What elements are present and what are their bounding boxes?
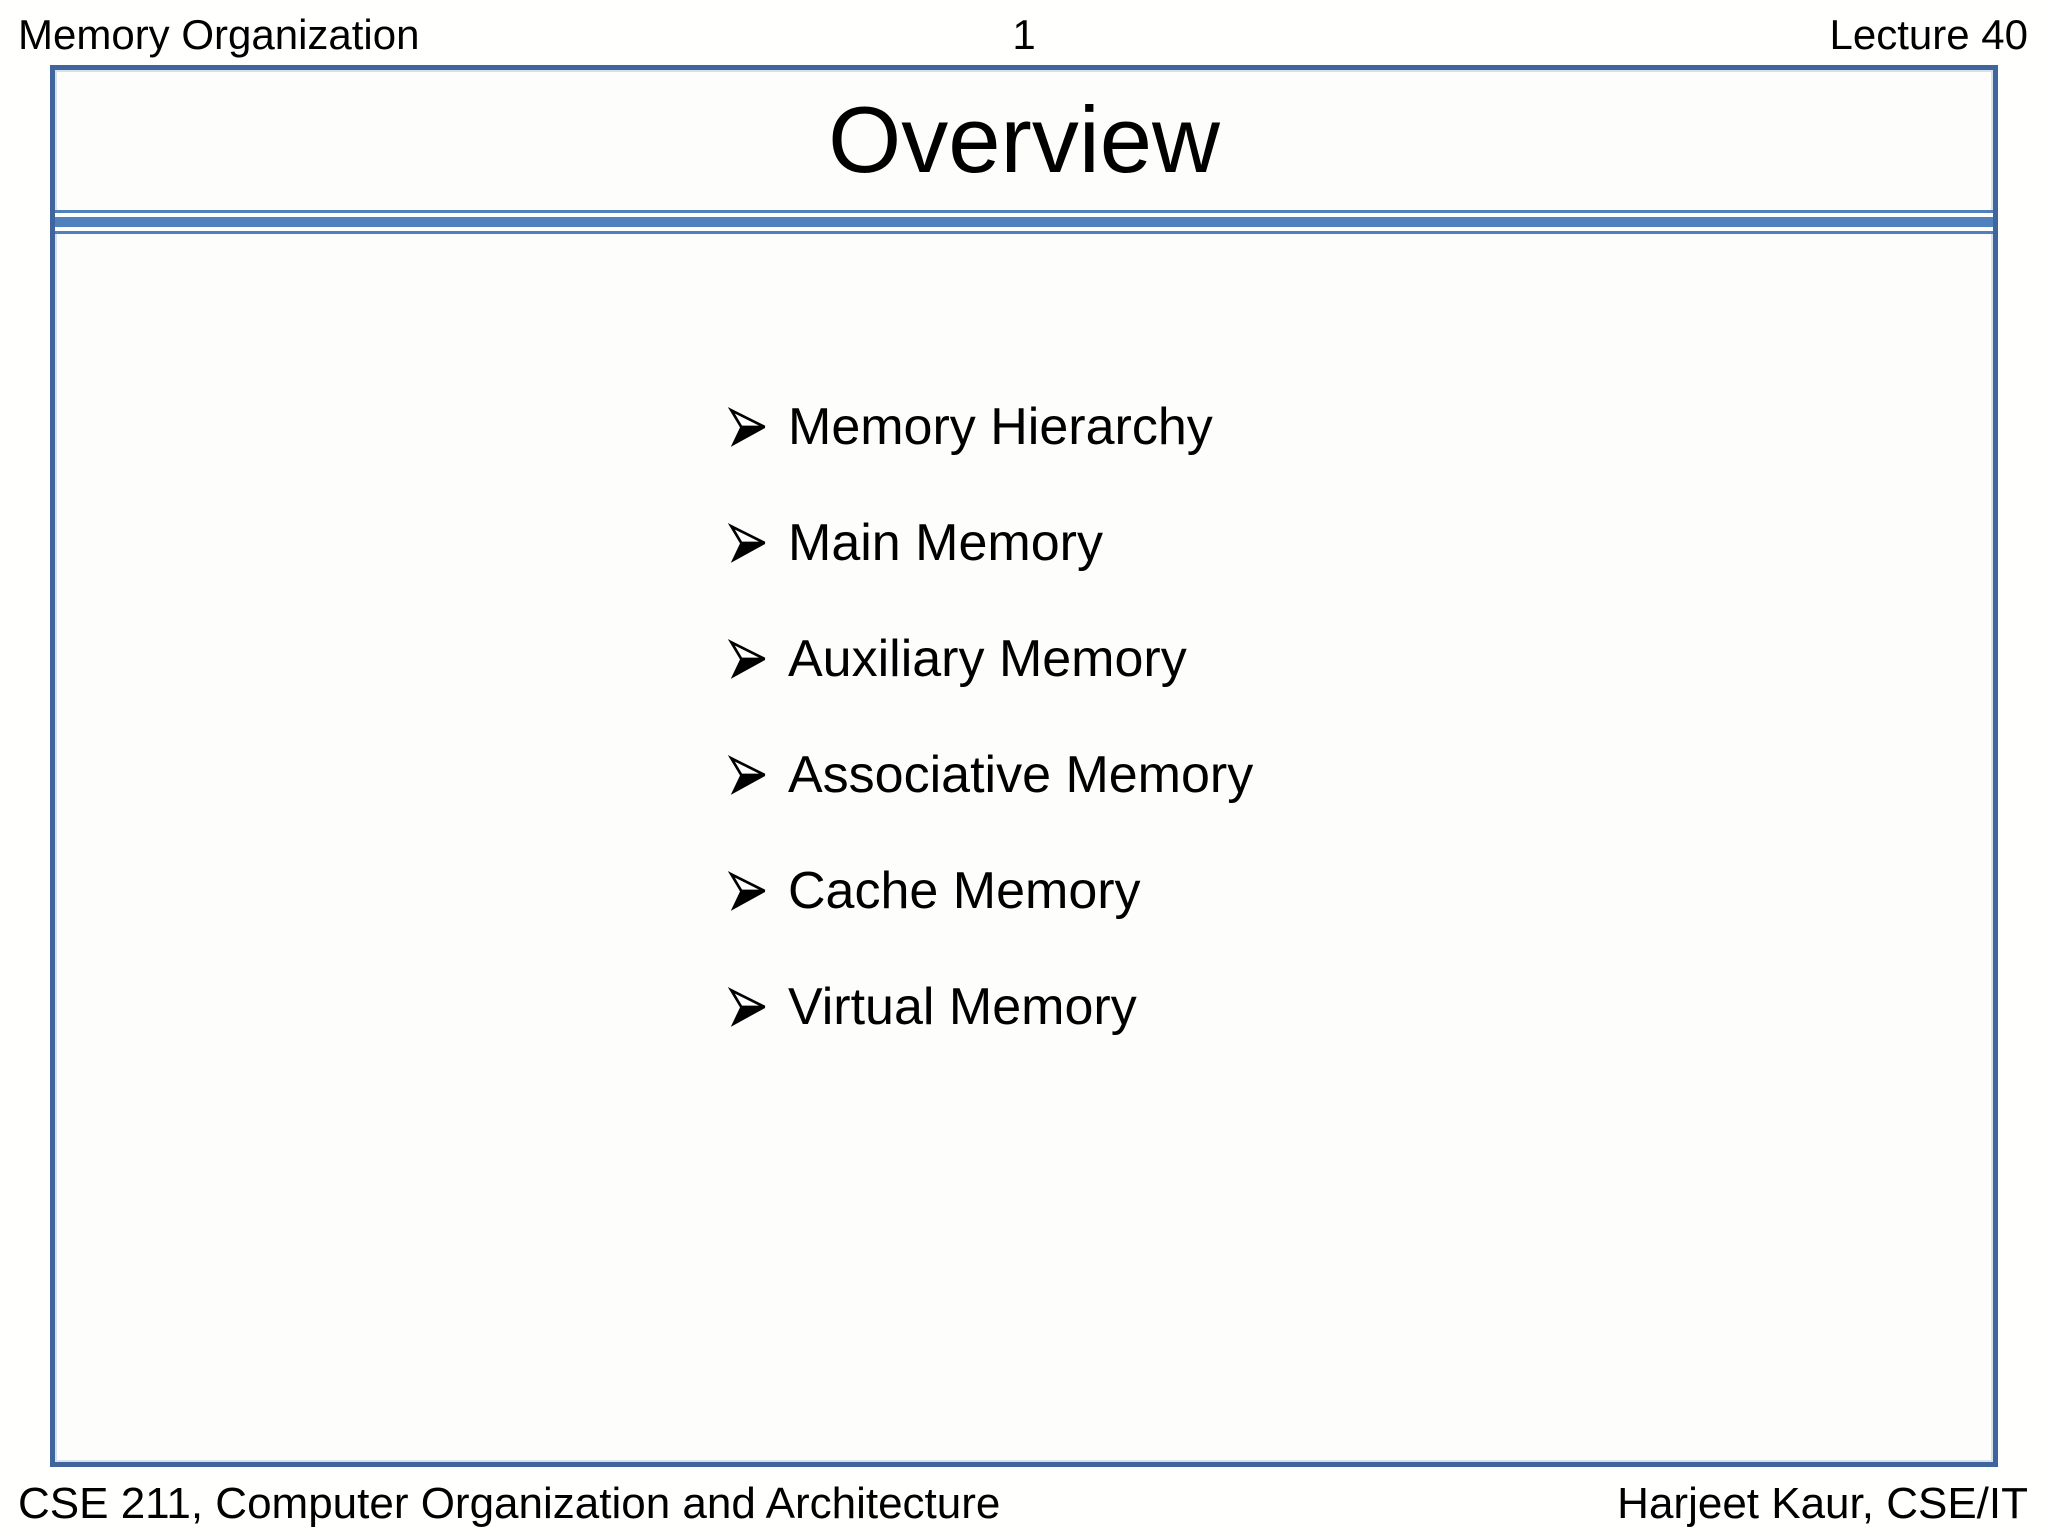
arrowhead-bullet-icon [728, 755, 768, 795]
bullet-label: Cache Memory [788, 862, 1141, 920]
arrowhead-bullet-icon [728, 523, 768, 563]
bullet-list: Memory Hierarchy Main Memory [728, 369, 1253, 1065]
separator-gap [55, 227, 1993, 231]
bullet-item: Virtual Memory [728, 949, 1253, 1065]
slide-frame: Overview Memory Hierarchy [50, 65, 1998, 1467]
header-page-number: 1 [1012, 11, 1036, 58]
bullet-item: Memory Hierarchy [728, 369, 1253, 485]
bullet-item: Cache Memory [728, 833, 1253, 949]
title-separator [55, 210, 1993, 234]
arrowhead-bullet-icon [728, 871, 768, 911]
slide-footer: CSE 211, Computer Organization and Archi… [0, 1476, 2048, 1534]
arrowhead-bullet-icon [728, 639, 768, 679]
bullet-item: Main Memory [728, 485, 1253, 601]
slide-header: Memory Organization 1 Lecture 40 [0, 8, 2048, 62]
separator-thin-line-bottom [55, 231, 1993, 234]
footer-course-label: CSE 211, Computer Organization and Archi… [18, 1479, 1001, 1528]
bullet-label: Virtual Memory [788, 978, 1137, 1036]
arrowhead-bullet-icon [728, 987, 768, 1027]
bullet-item: Auxiliary Memory [728, 601, 1253, 717]
bullet-label: Associative Memory [788, 746, 1254, 804]
bullet-label: Main Memory [788, 514, 1103, 572]
slide-title: Overview [828, 87, 1220, 192]
separator-thin-line-top [55, 210, 1993, 213]
footer-author-label: Harjeet Kaur, CSE/IT [1617, 1479, 2028, 1528]
header-lecture-label: Lecture 40 [1829, 11, 2028, 58]
bullet-label: Memory Hierarchy [788, 398, 1213, 456]
bullet-label: Auxiliary Memory [788, 630, 1187, 688]
bullet-item: Associative Memory [728, 717, 1253, 833]
arrowhead-bullet-icon [728, 407, 768, 447]
header-topic-label: Memory Organization [18, 11, 420, 58]
title-band: Overview [55, 70, 1993, 210]
separator-gap [55, 213, 1993, 217]
separator-thick-line [55, 217, 1993, 227]
